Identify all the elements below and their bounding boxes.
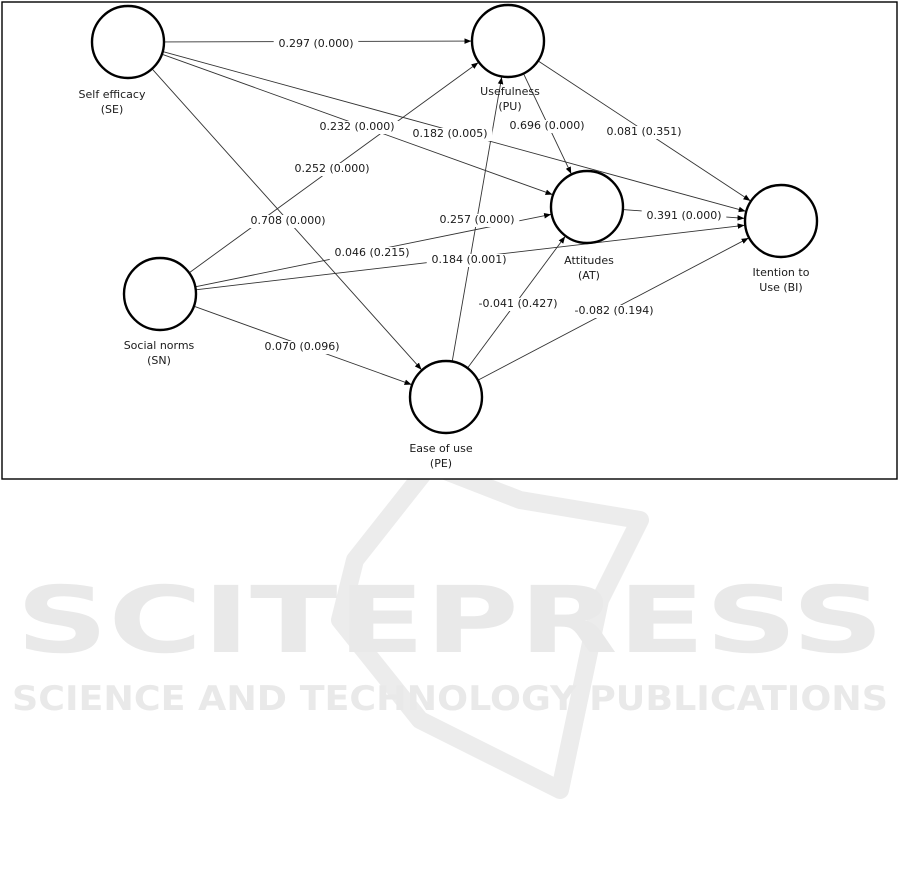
edge-label-background <box>504 120 590 133</box>
node-label-line: Use (BI) <box>759 281 802 294</box>
node-label-line: (SE) <box>101 103 124 116</box>
edge-label-sn-pu: 0.252 (0.000) <box>289 162 375 176</box>
edge-label-text: 0.391 (0.000) <box>646 209 721 222</box>
edge-label-text: 0.696 (0.000) <box>509 119 584 132</box>
node-label-line: (PE) <box>430 457 452 470</box>
edge-label-text: 0.182 (0.005) <box>412 127 487 140</box>
node-label-line: Attitudes <box>564 254 614 267</box>
edge-label-background <box>472 298 564 311</box>
edge-label-text: -0.041 (0.427) <box>478 297 557 310</box>
edge-label-pe-pu: 0.257 (0.000) <box>434 213 520 227</box>
edge-label-pu-at: 0.696 (0.000) <box>504 119 590 133</box>
edge-label-text: 0.297 (0.000) <box>278 37 353 50</box>
edge-label-at-bi: 0.391 (0.000) <box>641 209 727 223</box>
edge-label-background <box>289 163 375 176</box>
edge-label-sn-bi: 0.184 (0.001) <box>426 253 512 267</box>
node-pu: Usefulness (PU) <box>470 3 546 113</box>
node-circle <box>549 169 625 245</box>
edge-label-background <box>434 214 520 227</box>
node-circle <box>408 359 484 435</box>
watermark-tagline: SCIENCE AND TECHNOLOGY PUBLICATIONS <box>12 679 888 719</box>
edge-label-pu-bi: 0.081 (0.351) <box>601 125 687 139</box>
edge-label-layer: 0.297 (0.000) 0.232 (0.000) 0.182 (0.005) 0… <box>245 37 727 354</box>
edge-label-se-bi: 0.182 (0.005) <box>407 127 493 141</box>
node-bi: Itention to Use (BI) <box>743 183 819 294</box>
node-label-line: Itention to <box>753 266 810 279</box>
node-pe: Ease of use (PE) <box>408 359 484 470</box>
edge-label-pe-at: -0.041 (0.427) <box>472 297 564 311</box>
edge-label-background <box>259 341 345 354</box>
node-layer: Self efficacy (SE) Usefulness (PU) Attitudes… <box>79 3 819 470</box>
edge-label-background <box>601 126 687 139</box>
node-label-line: (AT) <box>578 269 600 282</box>
edge-label-se-pu: 0.297 (0.000) <box>273 37 359 51</box>
edge-label-pe-bi: -0.082 (0.194) <box>568 304 660 318</box>
edge-label-text: 0.070 (0.096) <box>264 340 339 353</box>
node-circle <box>90 4 166 80</box>
node-label-line: (PU) <box>498 100 521 113</box>
node-at: Attitudes (AT) <box>549 169 625 282</box>
edge-label-background <box>245 215 331 228</box>
edge-label-text: 0.184 (0.001) <box>431 253 506 266</box>
edge-label-text: 0.081 (0.351) <box>606 125 681 138</box>
edge-label-background <box>641 210 727 223</box>
node-label-line: Self efficacy <box>79 88 146 101</box>
edge-label-text: 0.257 (0.000) <box>439 213 514 226</box>
edge-label-sn-at: 0.046 (0.215) <box>329 246 415 260</box>
edge-label-text: 0.232 (0.000) <box>319 120 394 133</box>
edge-label-text: 0.252 (0.000) <box>294 162 369 175</box>
node-se: Self efficacy (SE) <box>79 4 166 116</box>
edge-label-se-pe: 0.708 (0.000) <box>245 214 331 228</box>
edge-label-text: -0.082 (0.194) <box>574 304 653 317</box>
node-circle <box>743 183 819 259</box>
edge-label-background <box>273 38 359 51</box>
edge-label-background <box>329 247 415 260</box>
watermark-logo-text: SCITEPRESS <box>16 567 884 674</box>
node-label-line: Social norms <box>124 339 195 352</box>
edge-label-se-at: 0.232 (0.000) <box>314 120 400 134</box>
node-label-line: Ease of use <box>409 442 472 455</box>
edge-label-text: 0.046 (0.215) <box>334 246 409 259</box>
node-label-line: Usefulness <box>480 85 540 98</box>
node-sn: Social norms (SN) <box>122 256 198 367</box>
node-circle <box>470 3 546 79</box>
node-label-line: (SN) <box>147 354 171 367</box>
edge-label-background <box>426 254 512 267</box>
edge-label-sn-pe: 0.070 (0.096) <box>259 340 345 354</box>
node-circle <box>122 256 198 332</box>
watermark: SCITEPRESS SCIENCE AND TECHNOLOGY PUBLIC… <box>12 456 888 799</box>
edge-label-background <box>314 121 400 134</box>
edge-label-background <box>407 128 493 141</box>
edge-label-background <box>568 305 660 318</box>
edge-label-text: 0.708 (0.000) <box>250 214 325 227</box>
